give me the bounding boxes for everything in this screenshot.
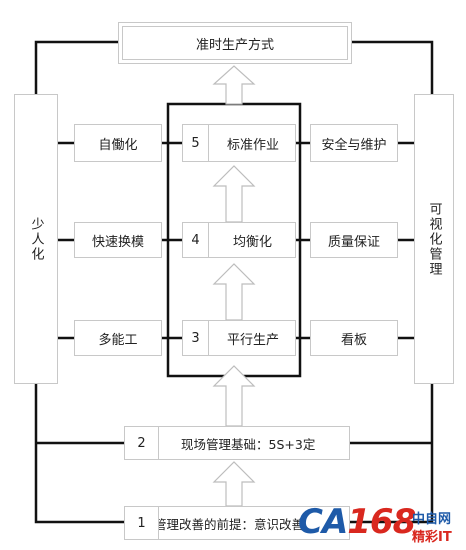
arrow-up-icon — [212, 65, 256, 105]
foundation-1-label: 现场管理改善的前提：意识改善 — [129, 516, 305, 532]
right-pillar-label: 可视化管理 — [426, 201, 442, 277]
center-box-3: 3 平行生产 — [182, 320, 296, 356]
right-pillar: 可视化管理 — [414, 94, 454, 384]
outer-frame — [34, 40, 434, 524]
foundation-1-box: 1 现场管理改善的前提：意识改善 — [124, 506, 350, 540]
arrow-up-icon — [212, 461, 256, 507]
right-box-2: 质量保证 — [310, 222, 398, 258]
center-box-label: 标准作业 — [227, 137, 280, 153]
center-box-label: 均衡化 — [233, 234, 273, 250]
watermark-text-line2: 精彩IT — [412, 530, 452, 545]
right-box-label: 质量保证 — [327, 234, 380, 250]
right-box-label: 安全与维护 — [321, 137, 387, 153]
left-box-label: 自働化 — [98, 137, 138, 153]
left-box-label: 多能工 — [98, 332, 138, 348]
frame-top-right — [352, 40, 434, 94]
top-goal-box: 准时生产方式 — [118, 22, 352, 64]
center-box-label: 平行生产 — [227, 332, 280, 348]
step-number: 4 — [183, 223, 209, 257]
step-number: 2 — [125, 427, 159, 459]
frame-top-left — [34, 40, 118, 94]
left-box-2: 快速换模 — [74, 222, 162, 258]
row-connectors — [58, 141, 414, 340]
watermark-text-line1: 中自网 — [412, 512, 452, 527]
center-box-4: 4 均衡化 — [182, 222, 296, 258]
watermark-logo-mark: CA168 — [298, 502, 416, 542]
frame-bottom-right — [350, 384, 434, 524]
left-box-label: 快速换模 — [91, 234, 144, 250]
arrow-up-icon — [212, 263, 256, 321]
left-pillar-label: 少人化 — [28, 216, 44, 262]
frame-bottom-left — [34, 384, 124, 524]
left-box-1: 自働化 — [74, 124, 162, 162]
watermark-logo: CA168 中自网 精彩IT — [294, 500, 466, 550]
left-box-3: 多能工 — [74, 320, 162, 356]
step-number: 5 — [183, 125, 209, 161]
arrow-up-icon — [212, 165, 256, 223]
right-box-1: 安全与维护 — [310, 124, 398, 162]
step-number: 3 — [183, 321, 209, 355]
left-pillar: 少人化 — [14, 94, 58, 384]
right-box-3: 看板 — [310, 320, 398, 356]
foundation-2-label: 现场管理基础：5S+3定 — [181, 436, 316, 452]
right-box-label: 看板 — [340, 332, 367, 348]
up-arrows — [212, 65, 256, 507]
step-number: 1 — [125, 507, 159, 539]
center-box-5: 5 标准作业 — [182, 124, 296, 162]
arrow-up-icon — [212, 365, 256, 427]
foundation-2-box: 2 现场管理基础：5S+3定 — [124, 426, 350, 460]
top-goal-label: 准时生产方式 — [195, 37, 274, 53]
